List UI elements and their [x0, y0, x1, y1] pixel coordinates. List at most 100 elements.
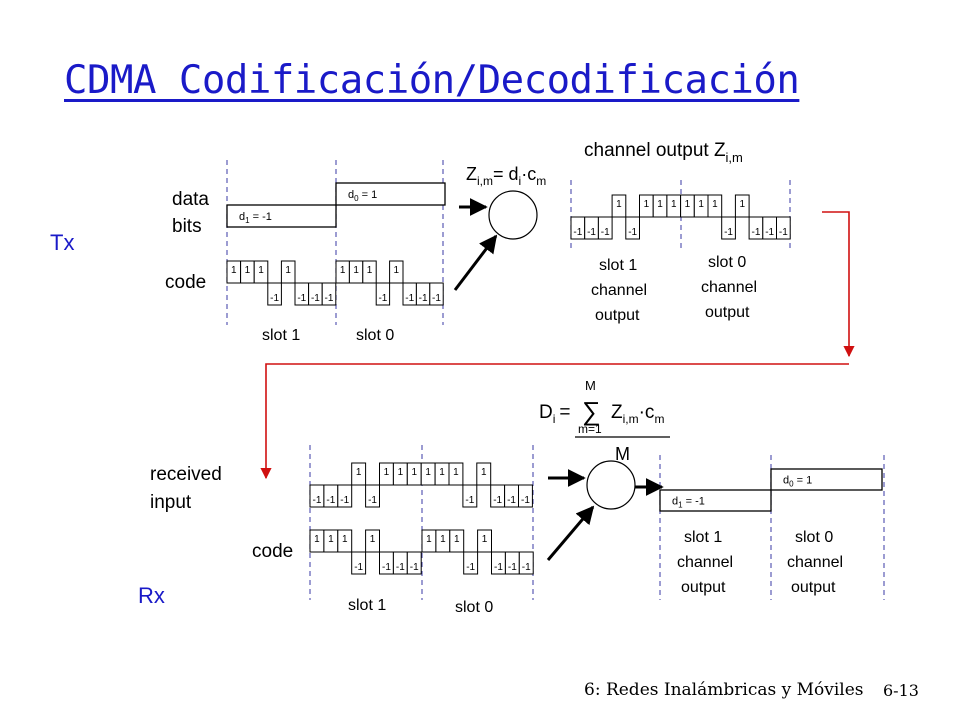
rx-received-chip-label: -1 — [521, 495, 530, 506]
tx-data-label-line1: data — [172, 189, 209, 210]
tx-slot0-label: slot 0 — [356, 327, 394, 344]
rx-received-chip-label: 1 — [384, 467, 390, 478]
rx-received-chip-label: -1 — [368, 495, 377, 506]
rx-received-chip-label: 1 — [425, 467, 431, 478]
rx-decoded-bits-waveform: d1 = -1 d0 = 1 — [659, 468, 883, 512]
rx-received-chip — [337, 484, 353, 508]
tx-code-slot0-chip-label: -1 — [378, 293, 387, 304]
tx-ch-slot0-line3: output — [705, 304, 750, 321]
rx-received-chip — [518, 484, 533, 508]
rx-received-label-line2: input — [150, 492, 192, 513]
rx-out-slot1-line1: slot 1 — [684, 529, 722, 546]
tx-ch-slot1-line2: channel — [591, 282, 647, 299]
tx-channel-chip — [776, 216, 791, 240]
tx-channel-chip-label: 1 — [644, 199, 650, 210]
svg-text:Di=: Di= — [539, 402, 571, 426]
tx-channel-chip-label: -1 — [779, 227, 788, 238]
rx-received-chip — [476, 462, 492, 486]
tx-channel-chip — [721, 216, 736, 240]
tx-channel-chip-label: 1 — [698, 199, 704, 210]
rx-code-chip-label: 1 — [342, 534, 348, 545]
rx-code-label: code — [252, 541, 293, 562]
tx-channel-output-label: channel output Zi,m — [584, 140, 743, 165]
tx-channel-chip — [625, 216, 640, 240]
tx-bit-label: d1 = -1 — [239, 211, 272, 225]
rx-code-slot0-chip-label: -1 — [522, 562, 531, 573]
sigma-icon: ∑ — [582, 396, 601, 426]
tx-bit-label: d0 = 1 — [348, 189, 377, 203]
rx-code-slot0-chip-label: 1 — [440, 534, 446, 545]
rx-bit-label: d0 = 1 — [783, 475, 812, 489]
rx-code-chip-label: 1 — [370, 534, 376, 545]
rx-slot0-label: slot 0 — [455, 599, 493, 616]
tx-channel-chip-label: -1 — [573, 227, 582, 238]
tx-channel-chip-label: -1 — [587, 227, 596, 238]
tx-arrow-code-to-mult — [453, 234, 498, 291]
tx-code-chip-label: -1 — [270, 293, 279, 304]
rx-code-slot0-chip-label: -1 — [466, 562, 475, 573]
tx-code-chip-label: 1 — [231, 265, 237, 276]
rx-code-slot0-chip-label: -1 — [494, 562, 503, 573]
rx-received-chip — [448, 462, 464, 486]
rx-bit — [659, 489, 772, 512]
tx-code-chip-label: 1 — [285, 265, 291, 276]
tx-ch-slot0-line1: slot 0 — [708, 254, 746, 271]
rx-code-chip-label: -1 — [410, 562, 419, 573]
rx-side-label: Rx — [138, 583, 165, 608]
tx-code-label: code — [165, 272, 206, 293]
rx-code-chip-label: -1 — [396, 562, 405, 573]
tx-channel-chip — [734, 194, 750, 218]
tx-bit — [335, 182, 446, 206]
rx-slot1-label: slot 1 — [348, 597, 386, 614]
rx-received-chip-label: 1 — [356, 467, 362, 478]
slide-title: CDMA Codificación/Decodificación — [64, 58, 800, 103]
tx-data-label-line2: bits — [172, 216, 202, 237]
tx-channel-chip-label: -1 — [628, 227, 637, 238]
rx-input-connector — [260, 363, 849, 480]
rx-received-chip-label: -1 — [312, 495, 321, 506]
tx-channel-chip-label: 1 — [685, 199, 691, 210]
rx-formula: Di= M ∑ m=1 Zi,m·cm M — [539, 378, 670, 464]
tx-code-chip-label: -1 — [311, 293, 320, 304]
tx-channel-chip-label: 1 — [671, 199, 677, 210]
tx-slot1-label: slot 1 — [262, 327, 300, 344]
rx-received-chip — [351, 462, 367, 486]
tx-channel-chip-label: -1 — [751, 227, 760, 238]
rx-correlator-circle — [586, 460, 636, 510]
tx-channel-chip — [611, 194, 627, 218]
rx-code-slot0-chip-label: 1 — [482, 534, 488, 545]
rx-out-slot0-line3: output — [791, 579, 836, 596]
footer-page-number: 6-13 — [883, 681, 919, 700]
rx-received-chip-label: 1 — [453, 467, 459, 478]
tx-code-slot0-chip-label: 1 — [394, 265, 400, 276]
rx-received-chip-label: 1 — [411, 467, 417, 478]
tx-channel-chip-label: -1 — [724, 227, 733, 238]
footer-chapter: 6: Redes Inalámbricas y Móviles — [584, 680, 864, 700]
rx-bit — [770, 468, 883, 491]
rx-formula-denominator: M — [615, 444, 630, 464]
rx-formula-sum-top: M — [585, 378, 596, 393]
tx-multiplier-circle — [488, 190, 538, 240]
tx-bit — [226, 204, 337, 228]
tx-code-slot0-chip-label: -1 — [405, 293, 414, 304]
tx-code-slot0-chip-label: -1 — [432, 293, 441, 304]
rx-received-chip — [462, 484, 478, 508]
rx-formula-sum-bottom: m=1 — [578, 422, 602, 436]
tx-formula: Zi,m= di·cm — [466, 164, 546, 188]
rx-received-chip-label: 1 — [439, 467, 445, 478]
tx-channel-chip-label: 1 — [657, 199, 663, 210]
tx-channel-chip — [707, 194, 723, 218]
rx-code-chip-label: -1 — [354, 562, 363, 573]
rx-bit-label: d1 = -1 — [672, 496, 705, 510]
rx-received-chip-label: -1 — [493, 495, 502, 506]
tx-channel-chip-label: -1 — [765, 227, 774, 238]
tx-code-slot0-chip-label: 1 — [340, 265, 346, 276]
rx-arrow-code-to-corr — [546, 505, 595, 561]
rx-out-slot1-line2: channel — [677, 554, 733, 571]
tx-side-label: Tx — [50, 230, 74, 255]
tx-channel-chip-label: 1 — [739, 199, 745, 210]
rx-code-slot0-chip-label: 1 — [454, 534, 460, 545]
